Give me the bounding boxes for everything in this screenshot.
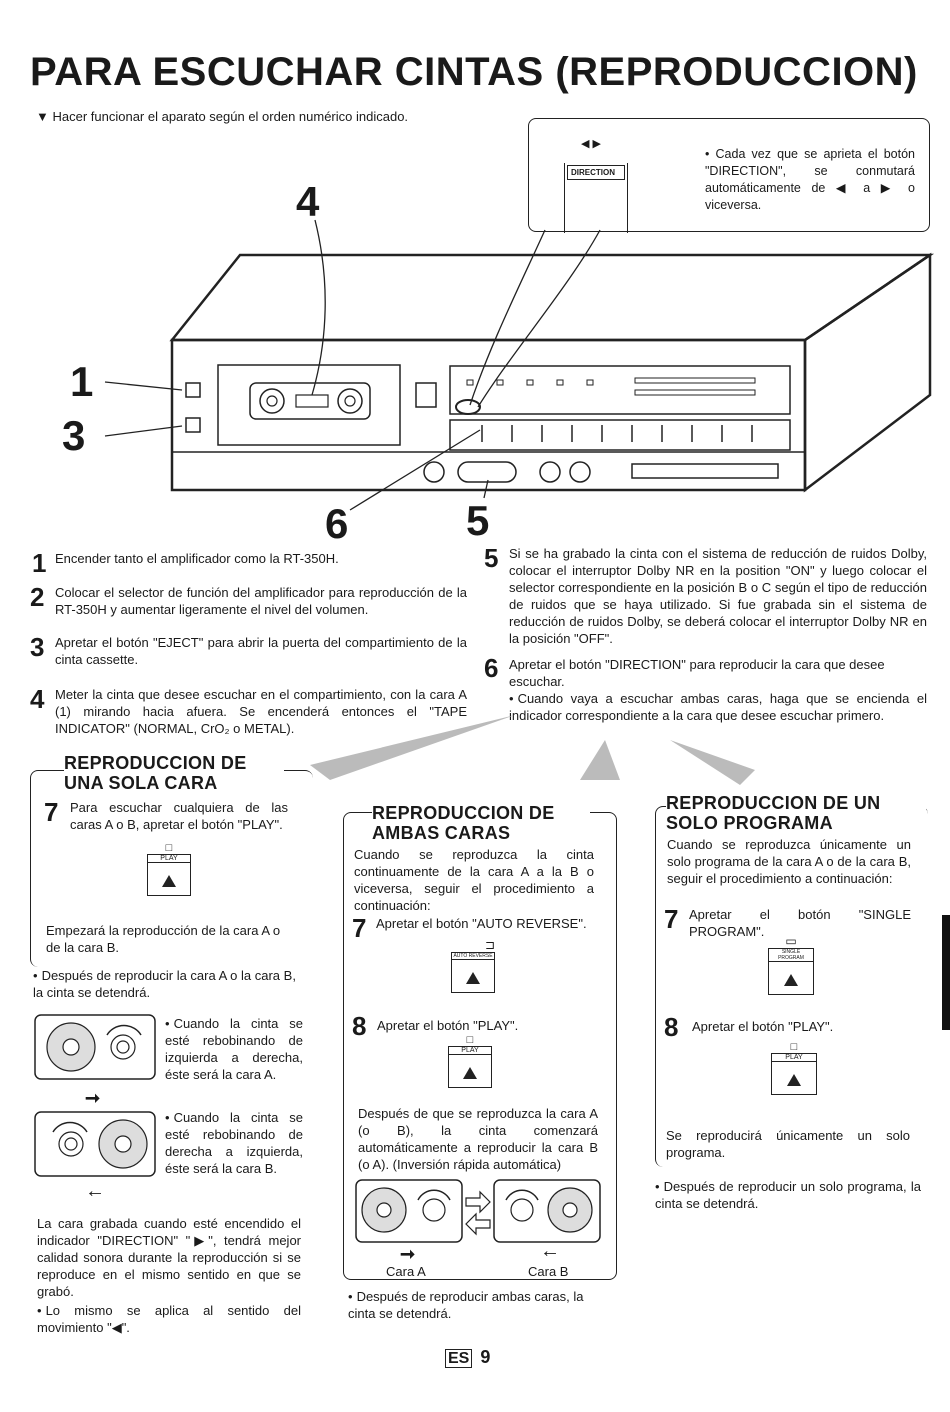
- col3-after: Después de reproducir un solo programa, …: [655, 1178, 921, 1212]
- col2-arrow-right-icon: ➞: [400, 1244, 416, 1264]
- cassette-side-a-icon: [34, 1014, 156, 1080]
- col2-auto-reverse-label: AUTO REVERSE: [451, 952, 495, 960]
- section-one-side-heading: REPRODUCCION DE UNA SOLA CARA: [64, 753, 284, 793]
- page-title: PARA ESCUCHAR CINTAS (REPRODUCCION): [30, 50, 918, 94]
- col1-play-symbol: □: [165, 842, 173, 854]
- col3-intro: Cuando se reproduzca únicamente un solo …: [667, 837, 911, 886]
- col2-play-button: □ PLAY: [448, 1034, 492, 1098]
- step-6-number: 6: [484, 653, 499, 683]
- col3-result: Se reproducirá únicamente un solo progra…: [666, 1128, 910, 1160]
- col3-single-program-symbol: ▭: [785, 934, 797, 948]
- step-6-text: Apretar el botón "DIRECTION" para reprod…: [509, 657, 885, 689]
- col1-rewind-b-text: Cuando la cinta se esté rebobinando de d…: [165, 1109, 303, 1177]
- diagram-number-5: 5: [466, 497, 490, 544]
- section-edge-tab: [942, 915, 950, 1030]
- step-3-text: Apretar el botón "EJECT" para abrir la p…: [55, 635, 467, 667]
- diagram-number-4: 4: [296, 178, 320, 225]
- step-2-number: 2: [30, 582, 45, 612]
- step-2-text: Colocar el selector de función del ampli…: [55, 585, 467, 617]
- col2-step-7-number: 7: [352, 913, 367, 943]
- diagram-number-1: 1: [70, 358, 94, 405]
- step-1-number: 1: [32, 548, 47, 578]
- col3-single-program-button: ▭ SINGLE PROGRAM: [768, 934, 814, 1000]
- col2-step-7-text: Apretar el botón "AUTO REVERSE".: [376, 916, 587, 931]
- page-number: ES 9: [445, 1347, 490, 1368]
- col1-rewind-a-text: Cuando la cinta se esté rebobinando de i…: [165, 1015, 303, 1083]
- col3-play-label: PLAY: [771, 1053, 817, 1062]
- col2-after-text: Después de que se reproduzca la cara A (…: [358, 1106, 598, 1172]
- col3-step-7-number: 7: [664, 904, 679, 934]
- col2-auto-reverse-button: ⊐ AUTO REVERSE: [451, 938, 495, 1002]
- diagram-number-3: 3: [62, 412, 86, 459]
- step-4-text: Meter la cinta que desee escuchar en el …: [55, 687, 467, 736]
- col3-step-7-text: Apretar el botón "SINGLE PROGRAM".: [689, 907, 911, 939]
- diagram-number-6: 6: [325, 500, 349, 547]
- intro-text: ▼ Hacer funcionar el aparato según el or…: [36, 109, 409, 124]
- col2-after-both: Después de reproducir ambas caras, la ci…: [348, 1288, 614, 1322]
- col2-play-symbol: □: [466, 1034, 474, 1046]
- cassette-auto-reverse-icon: [355, 1179, 601, 1243]
- col2-auto-reverse-symbol: ⊐: [484, 938, 495, 952]
- col1-play-button: □ PLAY: [147, 842, 191, 904]
- cassette-deck-illustration: [104, 219, 935, 511]
- col1-arrow-left-icon: ←: [85, 1180, 105, 1202]
- step-4-number: 4: [30, 684, 45, 714]
- step-5-number: 5: [484, 543, 499, 573]
- direction-callout: ◀ ▶ DIRECTION • Cada vez que se aprieta …: [528, 118, 930, 233]
- language-code: ES: [445, 1349, 473, 1368]
- col1-note: La cara grabada cuando esté encendido el…: [37, 1216, 301, 1299]
- col2-cara-b-label: Cara B: [528, 1264, 569, 1279]
- col3-play-symbol: □: [790, 1041, 798, 1053]
- col2-step-8-text: Apretar el botón "PLAY".: [377, 1018, 519, 1033]
- cassette-side-b-icon: [34, 1111, 156, 1177]
- step-5-text: Si se ha grabado la cinta con el sistema…: [509, 546, 927, 646]
- step-3-number: 3: [30, 632, 45, 662]
- col1-note2: Lo mismo se aplica al sentido del movimi…: [37, 1302, 301, 1336]
- direction-button: DIRECTION: [564, 163, 628, 233]
- col1-play-label: PLAY: [147, 854, 191, 863]
- col2-cara-a-label: Cara A: [386, 1264, 426, 1279]
- col2-intro: Cuando se reproduzca la cinta continuame…: [354, 847, 594, 913]
- col3-step-8-text: Apretar el botón "PLAY".: [692, 1019, 834, 1034]
- section-pointers: [310, 715, 755, 785]
- col1-step-7-text: Para escuchar cualquiera de las caras A …: [70, 800, 288, 832]
- direction-arrows: ◀ ▶: [581, 138, 601, 150]
- section-single-program-heading: REPRODUCCION DE UN SOLO PROGRAMA: [666, 793, 926, 833]
- col2-arrow-left-icon: ←: [540, 1240, 560, 1262]
- page-number-value: 9: [480, 1347, 491, 1367]
- col1-start-text: Empezará la reproducción de la cara A o …: [46, 923, 281, 955]
- col2-play-label: PLAY: [448, 1046, 492, 1055]
- section-both-sides-heading: REPRODUCCION DE AMBAS CARAS: [372, 803, 590, 843]
- direction-button-label: DIRECTION: [567, 165, 625, 180]
- col3-play-button: □ PLAY: [771, 1041, 817, 1107]
- callout-pointer: [469, 229, 601, 408]
- step-1-text: Encender tanto el amplificador como la R…: [55, 551, 339, 566]
- col3-step-8-number: 8: [664, 1012, 679, 1042]
- col1-step-7-number: 7: [44, 797, 59, 827]
- step-6-bullet: Cuando vaya a escuchar ambas caras, haga…: [509, 690, 927, 724]
- col1-after-text: Después de reproducir la cara A o la car…: [33, 967, 298, 1001]
- col3-single-program-label: SINGLE PROGRAM: [768, 948, 814, 962]
- direction-callout-text: • Cada vez que se aprieta el botón "DIRE…: [705, 147, 915, 212]
- col1-arrow-right-icon: ➞: [85, 1088, 101, 1108]
- col2-step-8-number: 8: [352, 1011, 367, 1041]
